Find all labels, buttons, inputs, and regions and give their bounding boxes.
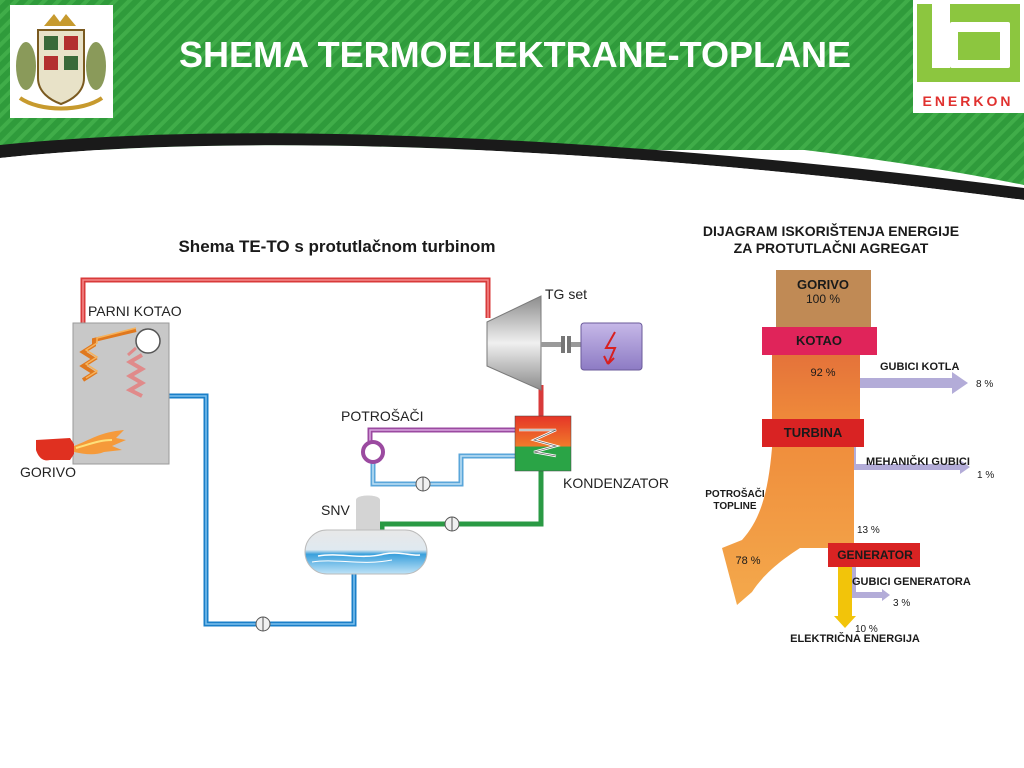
te-to-scheme: Shema TE-TO s protutlačnom turbinom PARN… [20, 237, 669, 632]
generator-loss-flow [850, 566, 890, 601]
tank-label: SNV [321, 502, 350, 518]
gen-loss-value: 3 % [893, 598, 910, 609]
generator-block-label: GENERATOR [837, 548, 913, 562]
condenser-label: KONDENZATOR [563, 475, 669, 491]
feedwater-tank [304, 495, 428, 575]
scheme-title: Shema TE-TO s protutlačnom turbinom [178, 237, 495, 256]
mech-loss-value: 1 % [977, 470, 994, 481]
to-generator-value: 13 % [857, 525, 880, 536]
fuel-label: GORIVO [20, 464, 76, 480]
fuel-value: 100 % [806, 292, 840, 306]
gen-loss-label: GUBICI GENERATORA [852, 576, 971, 588]
mechanical-loss-flow [852, 446, 970, 474]
electric-energy-flow [834, 566, 856, 628]
heat-label-line1: POTROŠAČI [705, 487, 765, 500]
pump-icon [415, 476, 431, 492]
electric-value: 10 % [855, 624, 878, 635]
heat-label-line2: TOPLINE [713, 501, 756, 512]
heat-value: 78 % [735, 555, 760, 567]
burner-flame-icon [36, 430, 126, 461]
after-boiler-value: 92 % [810, 367, 835, 379]
boiler-loss-flow [852, 355, 968, 394]
generator-block [828, 543, 920, 567]
coat-of-arms-logo [10, 5, 113, 118]
steam-turbine [486, 295, 581, 391]
enerkon-logo: ENERKON [913, 0, 1024, 113]
consumers-label: POTROŠAČI [341, 408, 423, 424]
boiler-loss-label: GUBICI KOTLA [880, 361, 959, 373]
pump-icon [444, 516, 460, 532]
turbine-block-label: TURBINA [784, 425, 843, 440]
consumer-heater-icon [361, 440, 385, 464]
brand-name: ENERKON [922, 93, 1013, 109]
energy-sankey-diagram: DIJAGRAM ISKORIŠTENJA ENERGIJE ZA PROTUT… [703, 222, 994, 645]
sankey-title-line2: ZA PROTUTLAČNI AGREGAT [734, 239, 929, 256]
boiler-label: PARNI KOTAO [88, 303, 182, 319]
condenser [514, 415, 572, 472]
turbine-block [762, 419, 864, 447]
mech-loss-label: MEHANIČKI GUBICI [866, 455, 970, 468]
sankey-title-line1: DIJAGRAM ISKORIŠTENJA ENERGIJE [703, 222, 959, 239]
tg-set-label: TG set [545, 286, 587, 302]
boiler-block [762, 327, 877, 355]
fuel-block-label: GORIVO [797, 277, 849, 292]
pump-icon [255, 616, 271, 632]
generator-icon [580, 322, 643, 371]
boiler-block-label: KOTAO [796, 333, 842, 348]
electric-label: ELEKTRIČNA ENERGIJA [790, 632, 920, 645]
page-title: SHEMA TERMOELEKTRANE-TOPLANE [179, 34, 851, 75]
boiler-loss-value: 8 % [976, 379, 993, 390]
